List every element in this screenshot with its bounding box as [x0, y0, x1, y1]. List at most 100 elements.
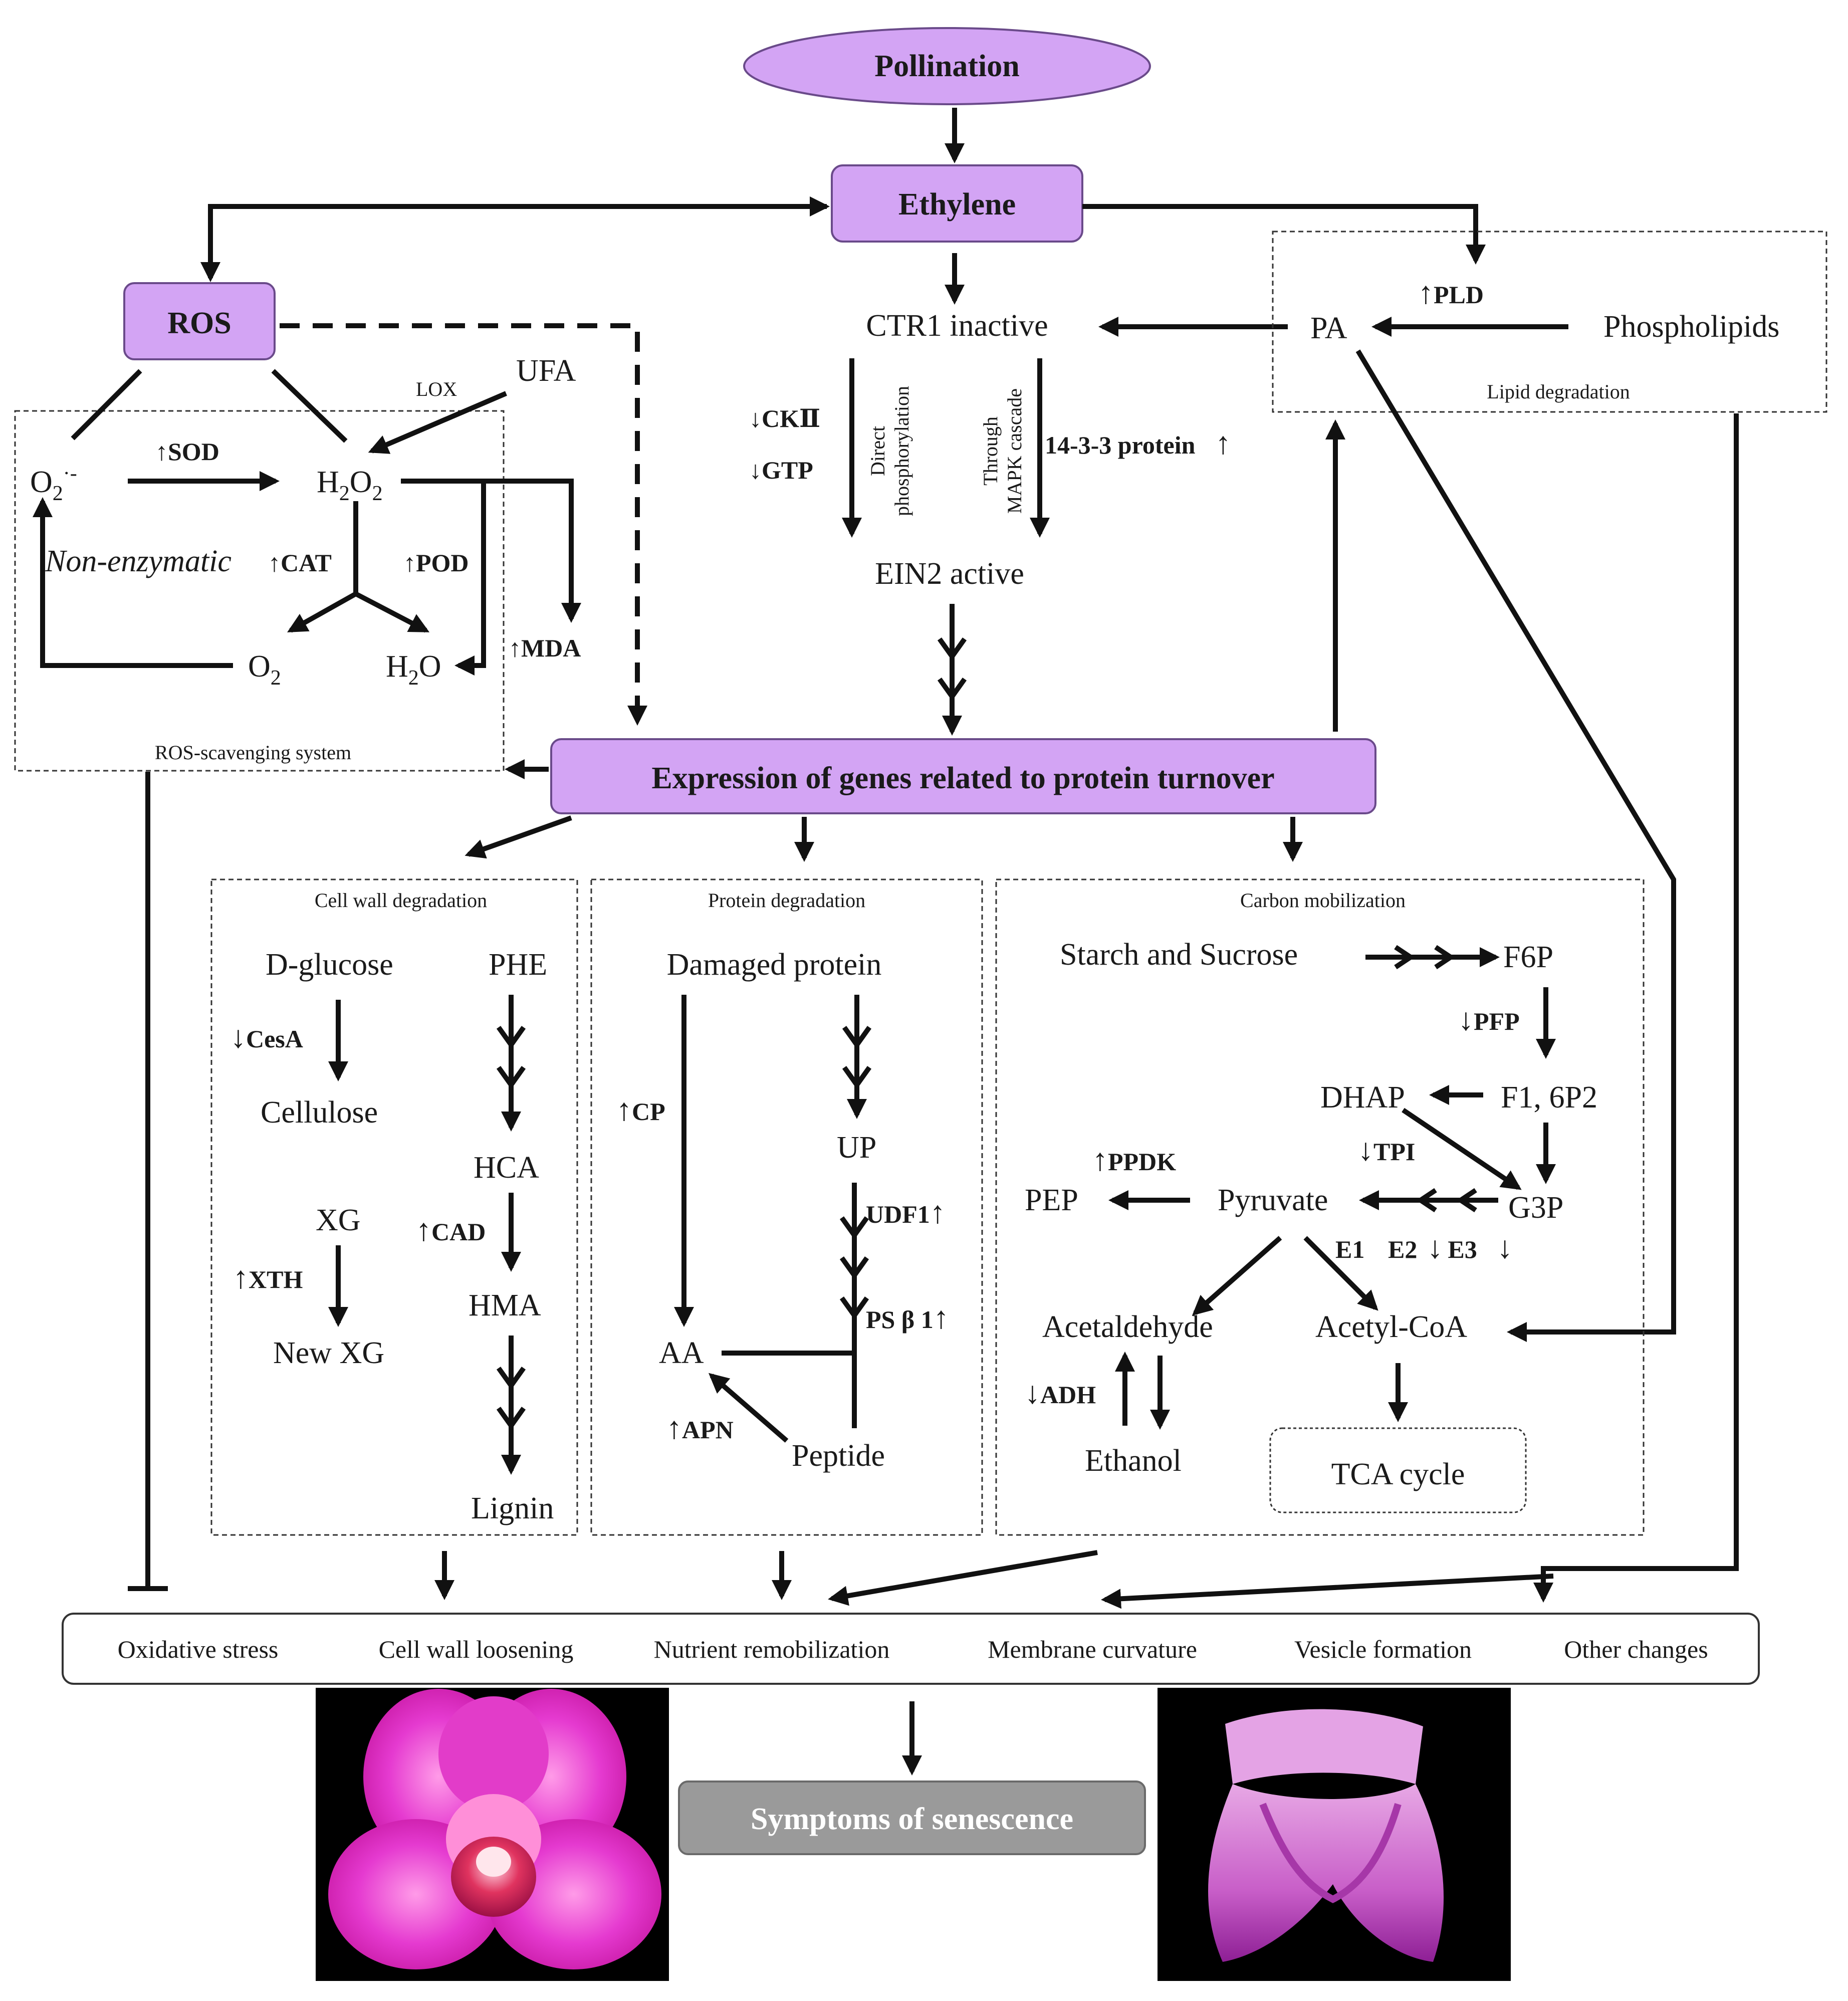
mapk-cascade-label: Through MAPK cascade — [979, 388, 1026, 514]
line-ros-o2 — [71, 369, 142, 440]
e2-e3-label: E2↓E3↓ — [1388, 1231, 1513, 1265]
arrow-carbon-outcome — [828, 1550, 1098, 1606]
through-line2: MAPK cascade — [1003, 388, 1026, 514]
pfp-name: PFP — [1474, 1007, 1520, 1035]
ethylene-label: Ethylene — [898, 187, 1016, 221]
ein2-label: EIN2 active — [875, 557, 1024, 591]
dashed-arrow-ros-expression — [280, 323, 647, 726]
apn-label: ↑APN — [666, 1411, 734, 1445]
dglucose-label: D-glucose — [266, 948, 393, 982]
arrow-pyruvate-acetaldehyde — [1192, 1236, 1282, 1316]
gtp-name: GTP — [762, 456, 813, 484]
cesa-name: CesA — [246, 1025, 303, 1053]
xth-label: ↑XTH — [233, 1261, 303, 1295]
sod-up-arrow: ↑ — [155, 437, 168, 466]
direct-line1: Direct — [866, 426, 889, 476]
cp-label: ↑CP — [616, 1093, 665, 1127]
symptoms-label: Symptoms of senescence — [751, 1802, 1073, 1836]
non-enzymatic-label: Non-enzymatic — [45, 544, 232, 578]
arrow-pa-acetylcoa — [1355, 349, 1676, 1342]
xth-up-arrow: ↑ — [233, 1261, 249, 1295]
adh-label: ↓ADH — [1025, 1376, 1096, 1410]
tpi-down-arrow: ↓ — [1358, 1133, 1373, 1167]
up-label: UP — [837, 1131, 876, 1165]
carbon-box — [995, 878, 1645, 1536]
arrow-ethylene-lipid — [1082, 204, 1486, 265]
expression-node: Expression of genes related to protein t… — [550, 738, 1376, 814]
arrow-ethylene-ros — [200, 204, 827, 282]
arrow-to-o2 — [287, 591, 357, 633]
carbon-title: Carbon mobilization — [1240, 889, 1406, 912]
hma-label: HMA — [469, 1288, 541, 1322]
ck2-name: CKⅡ — [762, 404, 820, 432]
gtp-down-arrow: ↓ — [749, 456, 762, 484]
multistep-ticks-hma — [496, 1367, 526, 1430]
wilted-orchid-image — [1158, 1688, 1511, 1981]
arrow-o2-nonenzymatic — [33, 497, 233, 668]
xth-name: XTH — [249, 1265, 303, 1293]
tpi-name: TPI — [1373, 1138, 1415, 1166]
mda-name: MDA — [521, 634, 581, 662]
arrow-lipid-vesicle — [1533, 413, 1739, 1603]
ppdk-name: PPDK — [1108, 1148, 1176, 1176]
pld-name: PLD — [1434, 281, 1484, 309]
o2-label: O2 — [248, 649, 281, 690]
outcomes-bar — [62, 1613, 1760, 1685]
newxg-label: New XG — [273, 1336, 384, 1370]
superoxide-label: O2·- — [30, 462, 77, 505]
protein-title: Protein degradation — [708, 889, 865, 912]
outcome-vesicle-formation: Vesicle formation — [1294, 1635, 1472, 1663]
apn-name: APN — [682, 1416, 734, 1444]
f6p-label: F6P — [1503, 940, 1553, 974]
h2o-label: H2O — [386, 649, 441, 690]
adh-name: ADH — [1040, 1381, 1096, 1409]
psb1-name: PS β 1 — [866, 1305, 934, 1333]
lipid-degradation-title: Lipid degradation — [1487, 380, 1630, 403]
ck2-label: ↓CKⅡ — [749, 404, 820, 432]
tca-cycle-label: TCA cycle — [1331, 1457, 1465, 1491]
ros-scavenging-box — [14, 410, 505, 772]
cat-label: ↑CAT — [268, 549, 332, 577]
p1433-label: 14-3-3 protein↑ — [1045, 426, 1231, 461]
multistep-ticks-starch — [1394, 945, 1456, 970]
multistep-ticks-ein2 — [937, 637, 967, 701]
e2-name: E2 — [1388, 1235, 1417, 1263]
ppdk-up-arrow: ↑ — [1092, 1143, 1108, 1177]
ufa-label: UFA — [516, 354, 576, 388]
outcome-membrane-curvature: Membrane curvature — [988, 1635, 1197, 1663]
damaged-protein-label: Damaged protein — [667, 948, 882, 982]
apn-up-arrow: ↑ — [666, 1411, 682, 1445]
multistep-ticks-up — [839, 1216, 869, 1320]
pollination-label: Pollination — [874, 49, 1019, 83]
pa-label: PA — [1310, 311, 1347, 345]
multistep-ticks-phe — [496, 1026, 526, 1089]
ethanol-label: Ethanol — [1085, 1444, 1182, 1478]
ppdk-label: ↑PPDK — [1092, 1143, 1176, 1177]
cell-wall-title: Cell wall degradation — [315, 889, 487, 912]
pyruvate-label: Pyruvate — [1218, 1183, 1328, 1217]
cell-wall-box — [210, 878, 578, 1536]
pld-up-arrow: ↑ — [1418, 276, 1434, 310]
xg-label: XG — [316, 1203, 361, 1237]
psb1-label: PS β 1↑ — [866, 1301, 949, 1335]
outcome-cell-wall-loosening: Cell wall loosening — [379, 1635, 574, 1663]
pep-label: PEP — [1025, 1183, 1078, 1217]
cad-name: CAD — [431, 1218, 486, 1246]
cp-name: CP — [632, 1097, 665, 1126]
cp-up-arrow: ↑ — [616, 1093, 632, 1127]
p1433-up-arrow: ↑ — [1215, 426, 1231, 461]
h2o2-label: H2O2 — [317, 465, 383, 505]
pfp-label: ↓PFP — [1458, 1003, 1520, 1037]
dhap-label: DHAP — [1320, 1080, 1405, 1115]
line-ros-h2o2 — [271, 369, 348, 443]
tpi-label: ↓TPI — [1358, 1133, 1415, 1167]
mda-up-arrow: ↑ — [509, 634, 521, 662]
e3-name: E3 — [1448, 1235, 1477, 1263]
arrow-lipid-membrane — [1101, 1574, 1554, 1609]
gtp-label: ↓GTP — [749, 456, 813, 484]
direct-line2: phosphorylation — [890, 386, 913, 516]
pod-name: POD — [416, 549, 469, 577]
phospholipids-label: Phospholipids — [1603, 310, 1779, 344]
phe-label: PHE — [489, 948, 547, 982]
